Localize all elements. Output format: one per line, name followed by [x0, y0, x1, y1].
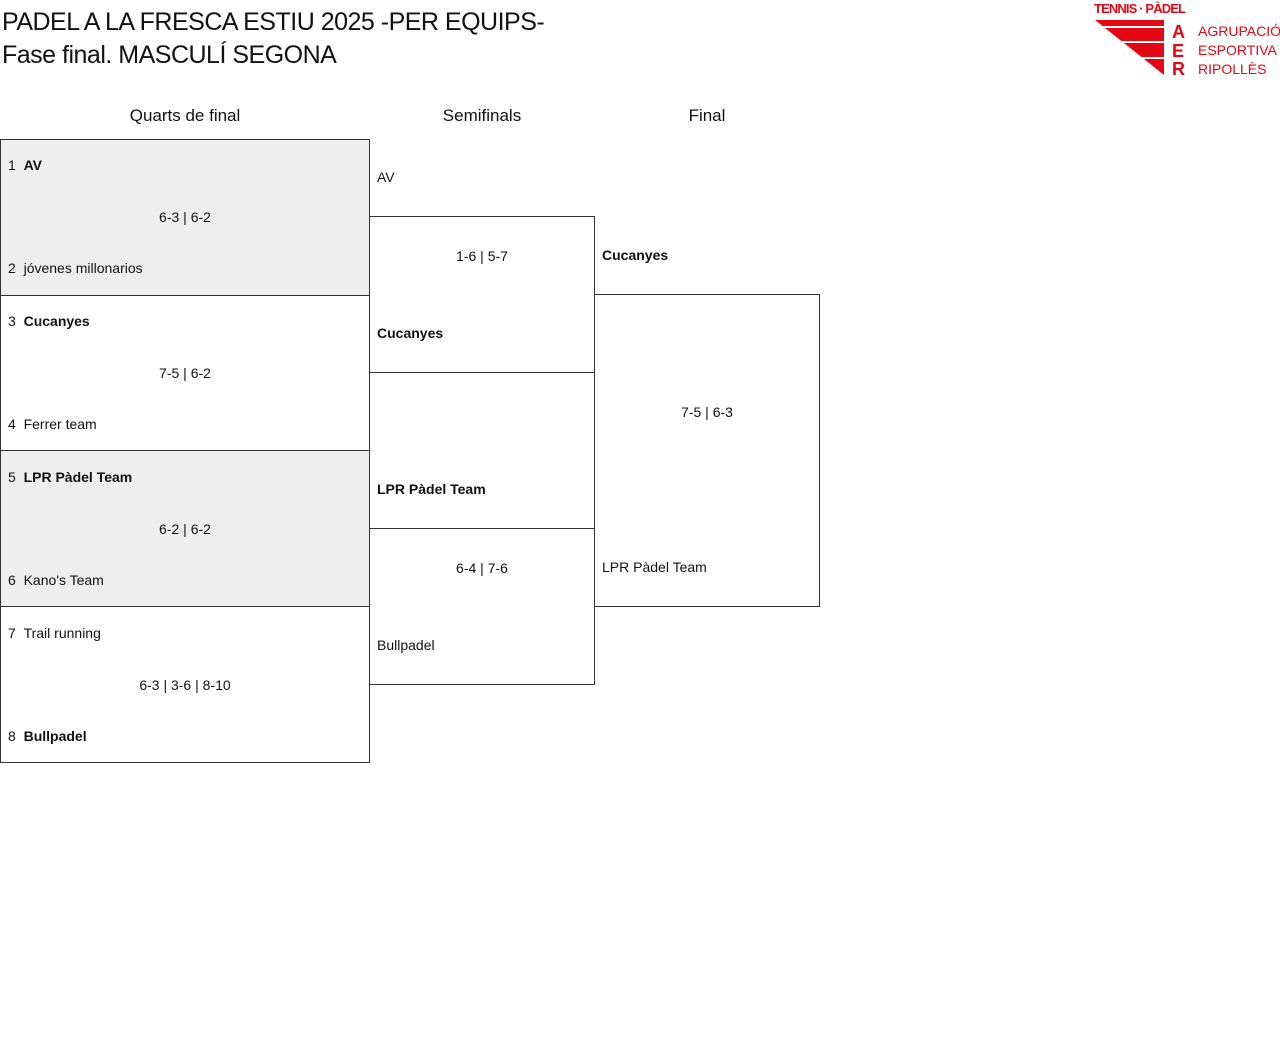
quarter-team[interactable]: 4 Ferrer team: [8, 416, 97, 432]
quarter-team[interactable]: 8 Bullpadel: [8, 728, 87, 744]
quarter-team[interactable]: 3 Cucanyes: [8, 313, 90, 329]
page-title: PADEL A LA FRESCA ESTIU 2025 -PER EQUIPS…: [2, 6, 545, 72]
quarter-match-3: [0, 450, 370, 607]
svg-text:R: R: [1172, 59, 1185, 79]
aer-logo: TENNIS · PÀDEL A E R AGRUPACIÓ ESPORTIVA…: [1094, 1, 1280, 79]
final-team[interactable]: Cucanyes: [602, 247, 669, 263]
svg-text:E: E: [1172, 41, 1184, 61]
quarter-team[interactable]: 2 jóvenes millonarios: [8, 260, 143, 276]
semi-match-2: [370, 528, 595, 685]
semi-match-1: [370, 216, 595, 373]
quarter-score: 6-2 | 6-2: [159, 521, 211, 537]
semi-team[interactable]: Bullpadel: [377, 637, 435, 653]
svg-text:A: A: [1172, 22, 1185, 42]
semi-score: 6-4 | 7-6: [456, 560, 508, 576]
svg-text:TENNIS · PÀDEL: TENNIS · PÀDEL: [1094, 1, 1186, 16]
svg-text:AGRUPACIÓ: AGRUPACIÓ: [1198, 23, 1280, 39]
svg-text:RIPOLLÈS: RIPOLLÈS: [1198, 61, 1266, 77]
quarter-match-4: [0, 606, 370, 763]
title-line-1: PADEL A LA FRESCA ESTIU 2025 -PER EQUIPS…: [2, 8, 545, 36]
round-header-semis: Semifinals: [442, 106, 522, 125]
quarter-match-1: [0, 139, 370, 296]
semi-team[interactable]: AV: [377, 169, 395, 185]
round-header-quarters: Quarts de final: [129, 106, 241, 125]
final-score: 7-5 | 6-3: [681, 404, 733, 420]
quarter-score: 6-3 | 6-2: [159, 209, 211, 225]
quarter-team[interactable]: 6 Kano's Team: [8, 572, 104, 588]
svg-text:ESPORTIVA: ESPORTIVA: [1198, 42, 1278, 58]
final-match: [594, 294, 820, 607]
semi-team[interactable]: LPR Pàdel Team: [377, 481, 486, 497]
quarter-score: 7-5 | 6-2: [159, 365, 211, 381]
quarter-team[interactable]: 1 AV: [8, 157, 42, 173]
semi-score: 1-6 | 5-7: [456, 248, 508, 264]
final-team[interactable]: LPR Pàdel Team: [602, 559, 707, 575]
quarter-team[interactable]: 7 Trail running: [8, 625, 101, 641]
title-line-2: Fase final. MASCULÍ SEGONA: [2, 41, 337, 69]
quarter-team[interactable]: 5 LPR Pàdel Team: [8, 469, 133, 485]
round-header-final: Final: [688, 106, 726, 125]
semi-team[interactable]: Cucanyes: [377, 325, 444, 341]
quarter-score: 6-3 | 3-6 | 8-10: [139, 677, 231, 693]
